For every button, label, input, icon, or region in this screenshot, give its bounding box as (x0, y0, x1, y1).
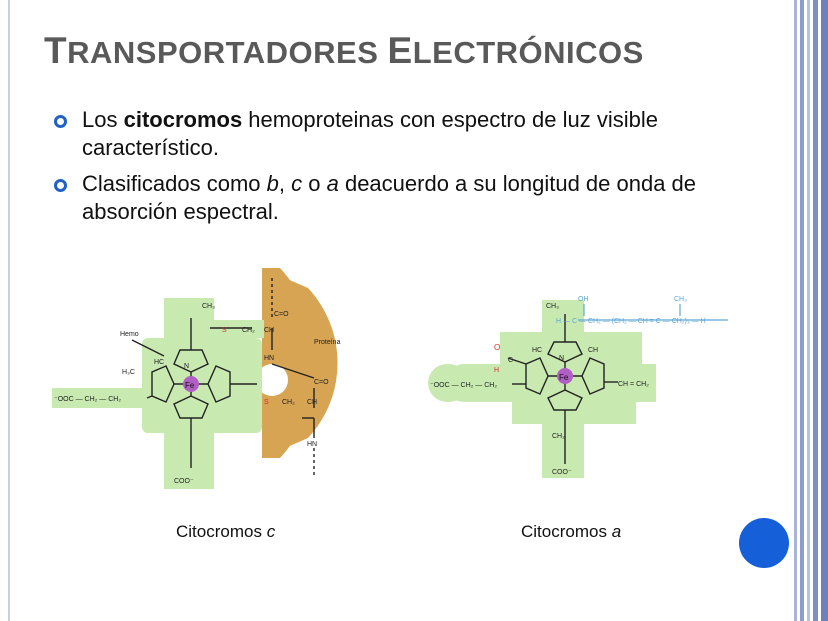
caption-a-italic: a (611, 522, 622, 541)
decorative-blue-circle (739, 518, 789, 568)
h3c-label: H₃C (122, 369, 135, 376)
left-border-line (8, 0, 10, 621)
hc-label: HC (154, 359, 164, 366)
coo-bottom-label: COO⁻ (552, 469, 572, 476)
ch-label: CH (588, 347, 598, 354)
caption-cytochrome-a: Citocromos a (521, 522, 621, 542)
bullet-italic-c: c (291, 171, 303, 196)
heme-bg-left-chain (52, 388, 147, 408)
co-top-label: C=O (274, 311, 289, 318)
hc-label: HC (532, 347, 542, 354)
heme-bg-top (542, 300, 584, 338)
bullet-text-post: hemoproteinas con espectro de luz visibl… (82, 107, 658, 160)
heme-bg-middle (445, 364, 656, 402)
bullet-text: Los citocromos hemoproteinas con espectr… (82, 106, 738, 162)
hn-mid-label: HN (307, 441, 317, 448)
bullet-sep-2: o (302, 171, 327, 196)
figure-cytochrome-a: Fe CH₃ OH CH₃ H — C — CH₂ — (CH₂ — CH = … (428, 292, 730, 480)
formyl-h-label: H (494, 367, 499, 374)
chain-ch3-label: CH₃ (674, 296, 687, 303)
bullet-sep-1: , (278, 171, 292, 196)
title-cap-2: E (387, 30, 413, 71)
cooh-left-label: ⁻OOC — CH₂ — CH₂ (430, 382, 497, 389)
bullet-text-bold: citocromos (123, 107, 243, 132)
formyl-c-label: C (508, 357, 513, 364)
bullet-list: Los citocromos hemoproteinas con espectr… (48, 106, 738, 234)
ch2-top-label: CH₂ (242, 327, 255, 334)
cooh-left-label: ⁻OOC — CH₂ — CH₂ (54, 396, 121, 403)
caption-c-text: Citocromos (176, 522, 267, 541)
fe-label: Fe (559, 373, 569, 382)
bullet-item-citocromos: Los citocromos hemoproteinas con espectr… (48, 106, 738, 162)
hn-top-label: HN (264, 355, 274, 362)
co-mid-label: C=O (314, 379, 329, 386)
oxygen-label: O (494, 343, 500, 352)
oh-label: OH (578, 296, 589, 303)
title-rest-2: LECTRÓNICOS (412, 35, 644, 70)
bullet-marker-icon (54, 179, 67, 192)
fe-atom (557, 368, 573, 384)
isoprenoid-chain-label: H — C — CH₂ — (CH₂ — CH = C — CH₂)₃ — H (556, 318, 706, 325)
bullet-italic-a: a (326, 171, 339, 196)
bullet-text-pre: Los (82, 107, 124, 132)
bullet-text: Clasificados como b, c o a deacuerdo a s… (82, 170, 738, 226)
heme-bg-left-cap (428, 364, 468, 402)
ch2-mid-label: CH₂ (282, 399, 295, 406)
heme-bg-top (164, 298, 214, 338)
heme-bg-bottom (542, 424, 584, 478)
n-top-label: N (184, 363, 189, 370)
caption-c-italic: c (266, 522, 276, 541)
title-rest-1: RANSPORTADORES (67, 35, 379, 70)
n-top-label: N (559, 355, 564, 362)
ch-mid-label: CH (307, 399, 317, 406)
heme-bg-link (214, 320, 264, 338)
figure-cytochrome-c: Fe Hemo Proteína ⁻OOC — CH₂ — CH₂ COO⁻ C… (52, 268, 370, 490)
ch-top-label: CH (264, 327, 274, 334)
bullet-text-pre: Clasificados como (82, 171, 267, 196)
caption-cytochrome-c: Citocromos c (176, 522, 275, 542)
ch3-top-label: CH₃ (202, 303, 215, 310)
protein-pocket (256, 364, 288, 396)
caption-a-text: Citocromos (521, 522, 612, 541)
heme-bg-core (142, 338, 262, 433)
bullet-italic-b: b (266, 171, 279, 196)
vinyl-label: CH = CH₂ (618, 381, 649, 388)
bullet-item-clasificados: Clasificados como b, c o a deacuerdo a s… (48, 170, 738, 226)
sulfur-mid-label: S (264, 399, 269, 406)
heme-bg-bottom (164, 433, 214, 489)
ch3-top-label: CH₃ (546, 303, 559, 310)
title-cap-1: T (44, 30, 68, 71)
sulfur-top-label: S (222, 327, 227, 334)
ch2-bottom-label: CH₂ (552, 433, 565, 440)
slide-title: TRANSPORTADORES ELECTRÓNICOS (44, 30, 644, 72)
porphyrin-lines (507, 314, 618, 464)
hemo-label: Hemo (120, 331, 139, 338)
fe-atom (183, 376, 199, 392)
isoprenoid-chain-lines (578, 304, 728, 321)
cytochrome-a-diagram: Fe CH₃ OH CH₃ H — C — CH₂ — (CH₂ — CH = … (428, 296, 728, 478)
cytochrome-c-diagram: Fe Hemo Proteína ⁻OOC — CH₂ — CH₂ COO⁻ C… (52, 268, 341, 489)
fe-label: Fe (185, 381, 195, 390)
bullet-text-post: deacuerdo a su longitud de onda de absor… (82, 171, 697, 224)
right-border-stripes (794, 0, 828, 621)
bullet-marker-icon (54, 115, 67, 128)
protein-shape (262, 268, 338, 458)
heme-bg-lower (512, 402, 636, 424)
coo-bottom-label: COO⁻ (174, 478, 194, 485)
proteina-label: Proteína (314, 339, 341, 346)
